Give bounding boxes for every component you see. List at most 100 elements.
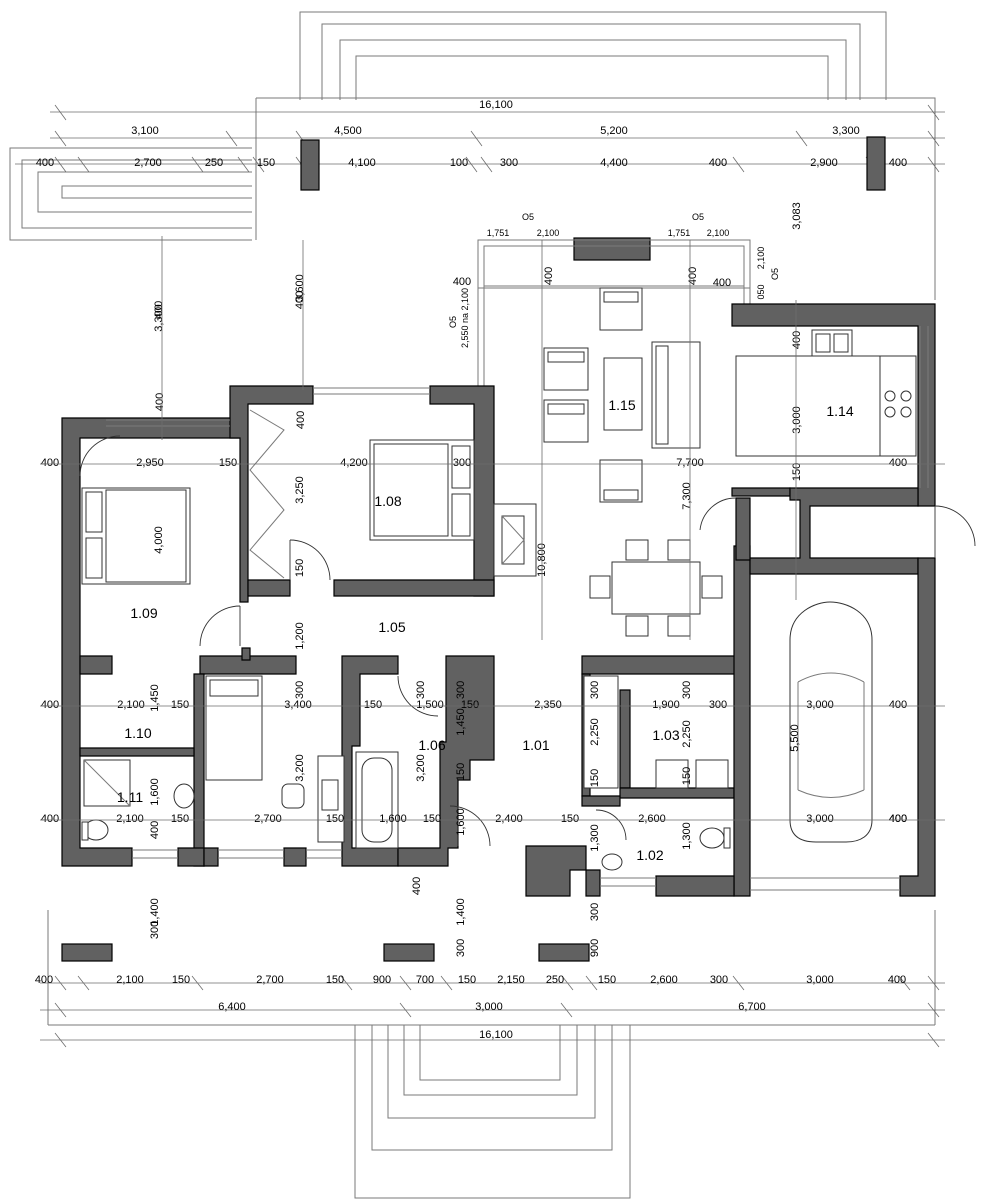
door-arc (289, 539, 331, 581)
wall-wc-right (193, 673, 205, 867)
top-row2-dim: 300 (500, 157, 518, 169)
window-dim-2550: 2,550 na 2,100 (460, 288, 470, 348)
bottom-row1-dim: 2,150 (497, 974, 525, 986)
interior-dimension-label: 150 (423, 813, 441, 825)
wall-service-top (581, 655, 741, 675)
interior-dimension-label: 2,950 (136, 457, 164, 469)
interior-dimension-label: 1,200 (294, 622, 306, 650)
top-row2-dim: 400 (36, 157, 54, 169)
interior-dimension-label: 300 (453, 457, 471, 469)
wall-110-111 (79, 747, 195, 757)
column (538, 943, 590, 962)
room-label: 1.14 (826, 403, 853, 419)
interior-dimension-label: 7,300 (681, 482, 693, 510)
bottom-row2-dim: 6,700 (738, 1001, 766, 1013)
room-labels: 1.01 1.02 1.03 1.05 1.06 1.08 1.09 1.10 … (117, 397, 854, 863)
armchair-icon (599, 287, 643, 331)
interior-dimension-label: 2,250 (681, 720, 693, 748)
bottom-row1-dim: 3,000 (806, 974, 834, 986)
interior-dimension-label: 400 (889, 457, 907, 469)
door-arc (397, 675, 439, 717)
interior-dimension-label: 3,600 (294, 274, 306, 302)
interior-dimension-label: 150 (326, 813, 344, 825)
interior-dimension-label: 300 (709, 699, 727, 711)
room-label: 1.11 (117, 789, 143, 805)
armchair-icon (543, 347, 589, 391)
windows (106, 326, 929, 891)
interior-dimension-label: 300 (589, 903, 601, 921)
interior-dimension-label: 1,600 (149, 778, 161, 806)
walls (61, 303, 936, 897)
bottom-dimension-lines (40, 975, 945, 1048)
column (61, 943, 113, 962)
car-icon (789, 601, 873, 843)
interior-dimension-label: 1,500 (416, 699, 444, 711)
kitchen-counter-icon (735, 329, 917, 457)
window-label-O5-right: O5 (692, 212, 704, 222)
interior-dimension-label: 5,500 (789, 724, 801, 752)
room-label: 1.05 (378, 619, 405, 635)
interior-dimension-label: 1,400 (149, 898, 161, 926)
doors (79, 435, 976, 847)
wall-bedroom-108-bottom (247, 579, 291, 597)
interior-dimension-label: 300 (415, 681, 427, 699)
interior-dimension-label: 150 (364, 699, 382, 711)
toilet-icon (81, 819, 109, 841)
interior-dimension-label: 300 (455, 681, 467, 699)
top-row2-dim: 400 (709, 157, 727, 169)
column (300, 139, 320, 191)
interior-dimension-label: 4,000 (153, 526, 165, 554)
bottom-row1-dim: 700 (416, 974, 434, 986)
dim-3083: 3,083 (791, 202, 803, 230)
door-arc (934, 505, 976, 547)
wall-corridor-partition (241, 647, 251, 661)
wall-storage-left (735, 497, 751, 561)
column (383, 943, 435, 962)
interior-dimension-label: 1,600 (379, 813, 407, 825)
bottom-row1-dim: 2,100 (116, 974, 144, 986)
interior-dimension-label: 400 (889, 813, 907, 825)
bottom-row2-dim: 6,400 (218, 1001, 246, 1013)
bottom-row1-dim: 150 (598, 974, 616, 986)
interior-dimension-label: 2,600 (638, 813, 666, 825)
interior-dimension-label: 300 (455, 939, 467, 957)
room-label: 1.09 (130, 605, 157, 621)
sink-icon (173, 783, 195, 809)
interior-dimension-label: 150 (681, 767, 693, 785)
bottom-terrace-outline (47, 910, 936, 1199)
wall-bedroom-108-bottom2 (333, 579, 495, 597)
interior-dimension-label: 400 (889, 813, 907, 825)
interior-dimension-label: 400 (889, 699, 907, 711)
interior-dimension-label: 150 (171, 699, 189, 711)
interior-dimension-label: 400 (713, 277, 731, 289)
wall-bedroom-108 (229, 385, 314, 603)
window-dim-1751-left: 1,751 (487, 228, 510, 238)
interior-dimension-label: 400 (149, 821, 161, 839)
column (573, 237, 651, 261)
interior-dimension-label: 300 (681, 681, 693, 699)
interior-dimension-label: 400 (411, 877, 423, 895)
bottom-row1-dim: 150 (458, 974, 476, 986)
wall-service-right (733, 545, 751, 897)
top-row2-dim: 250 (205, 157, 223, 169)
room-label: 1.06 (418, 737, 445, 753)
wall-bath-106-right (397, 655, 495, 867)
bed-icon (369, 439, 475, 541)
sink-icon (601, 853, 623, 871)
wall-102-top (581, 795, 621, 807)
wall-102-left-bottom (585, 869, 601, 897)
door-arc (595, 809, 627, 841)
bathtub-icon (355, 751, 399, 849)
wall-corridor-bottom-left (79, 655, 113, 675)
interior-dimension-label: 400 (41, 699, 59, 711)
interior-dimension-label: 400 (41, 457, 59, 469)
interior-dimension-label: 3,200 (415, 754, 427, 782)
door-arc (449, 805, 491, 847)
wall-garage (899, 557, 936, 897)
bottom-row1-dim: 150 (172, 974, 190, 986)
top-dim-2: 4,500 (334, 125, 362, 137)
toilet-icon (699, 827, 731, 849)
top-row2-dim: 2,700 (134, 157, 162, 169)
bottom-row1-dim: 150 (326, 974, 344, 986)
furniture (81, 287, 917, 871)
